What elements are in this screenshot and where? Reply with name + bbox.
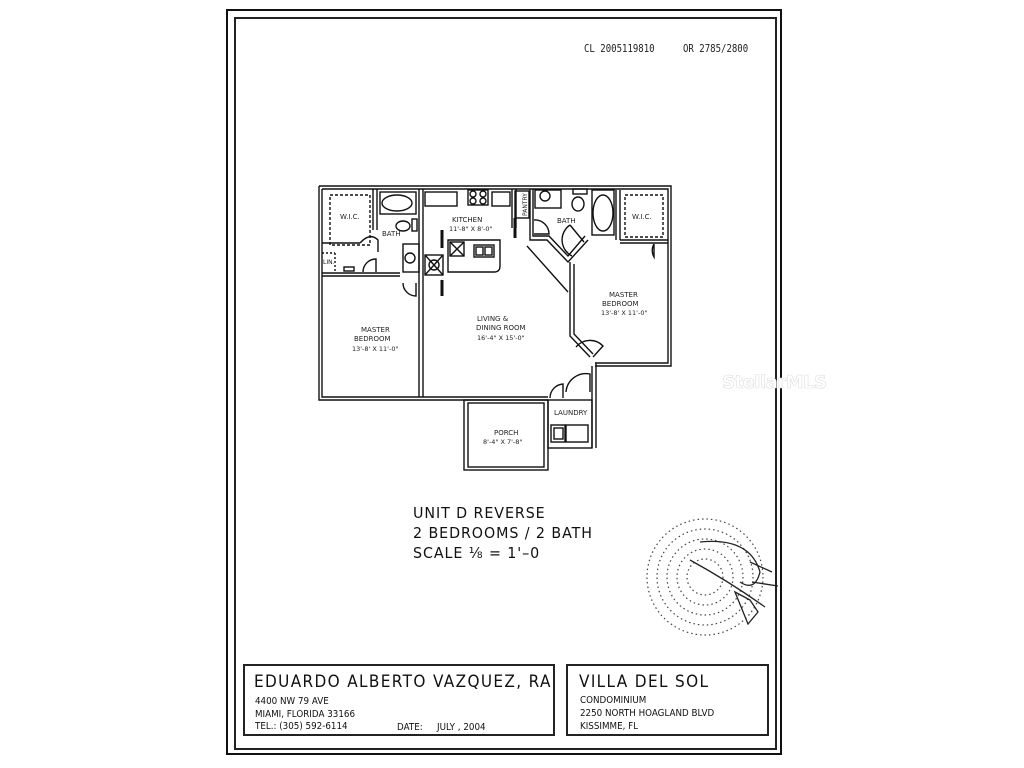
unit-info: UNIT D REVERSE 2 BEDROOMS / 2 BATH SCALE… — [413, 503, 593, 563]
drawing-border-inner — [234, 17, 777, 750]
room-label-master-left-l1: MASTER — [361, 326, 390, 334]
architect-address-line1: 4400 NW 79 AVE — [255, 696, 329, 707]
room-label-kitchen: KITCHEN — [452, 216, 482, 224]
architect-seal-stamp-icon — [646, 518, 779, 636]
room-label-bath-left: BATH — [382, 230, 401, 238]
room-label-porch: PORCH — [494, 429, 518, 437]
room-dims-living: 16'-4" X 15'-0" — [477, 334, 525, 342]
room-label-master-right-l2: BEDROOM — [602, 300, 639, 308]
project-address-line1: 2250 NORTH HOAGLAND BLVD — [580, 708, 715, 719]
room-dims-master-right: 13'-8' X 11'-0" — [601, 309, 647, 317]
room-label-wic-left: W.I.C. — [340, 213, 360, 221]
room-label-master-left-l2: BEDROOM — [354, 335, 391, 343]
room-dims-porch: 8'-4" X 7'-8" — [483, 438, 522, 446]
architect-address-line2: MIAMI, FLORIDA 33166 — [255, 709, 356, 720]
date-label: DATE: — [397, 722, 423, 733]
room-label-living-l1: LIVING & — [477, 315, 509, 323]
room-label-pantry: PANTRY — [522, 193, 529, 216]
room-label-linen: LIN. — [323, 259, 335, 266]
room-dims-master-left: 13'-8' X 11'-0" — [352, 345, 398, 353]
room-label-living-l2: DINING ROOM — [476, 324, 526, 332]
room-labels: W.I.C. BATH LIN. KITCHEN 11'-8" X 8'-0" … — [323, 193, 652, 446]
room-label-bath-right: BATH — [557, 217, 576, 225]
unit-scale: SCALE ⅛ = 1'–0 — [413, 544, 541, 562]
or-reference-number: OR 2785/2800 — [683, 42, 749, 55]
project-name: VILLA DEL SOL — [579, 672, 710, 692]
room-dims-kitchen: 11'-8" X 8'-0" — [449, 225, 493, 233]
unit-layout: 2 BEDROOMS / 2 BATH — [413, 524, 593, 542]
room-label-master-right-l1: MASTER — [609, 291, 638, 299]
drawing-border-outer — [226, 9, 782, 755]
project-type: CONDOMINIUM — [580, 695, 647, 706]
project-title-block: VILLA DEL SOL CONDOMINIUM 2250 NORTH HOA… — [566, 664, 769, 736]
room-label-wic-right: W.I.C. — [632, 213, 652, 221]
watermark-logo: StellarMLS — [722, 372, 828, 394]
architect-title-block: EDUARDO ALBERTO VAZQUEZ, RA 4400 NW 79 A… — [243, 664, 555, 736]
unit-name: UNIT D REVERSE — [413, 504, 546, 522]
project-address-line2: KISSIMME, FL — [580, 721, 639, 732]
architect-phone: TEL.: (305) 592-6114 — [255, 721, 348, 732]
room-label-laundry: LAUNDRY — [554, 409, 588, 417]
cl-reference-number: CL 2005119810 — [584, 42, 655, 55]
date-value: JULY , 2004 — [437, 722, 486, 733]
architect-name: EDUARDO ALBERTO VAZQUEZ, RA — [254, 672, 552, 692]
walls — [318, 185, 672, 471]
